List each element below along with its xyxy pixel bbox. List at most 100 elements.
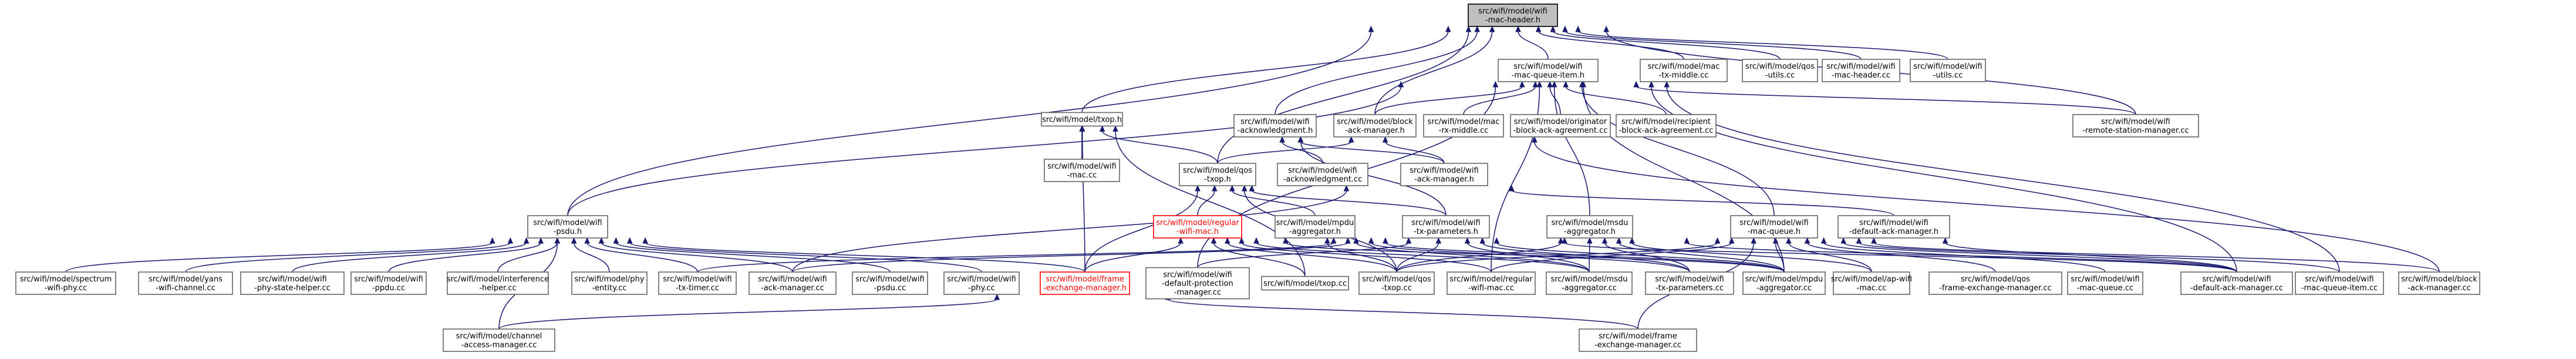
file-node[interactable]: src/wifi/model/msdu-aggregator.h bbox=[1546, 215, 1633, 239]
arrowhead bbox=[1353, 237, 1359, 244]
dependency-edge bbox=[292, 237, 530, 273]
file-node[interactable]: src/wifi/model/interference-helper.cc bbox=[447, 271, 549, 295]
edge-line bbox=[1518, 31, 1549, 60]
file-node[interactable]: src/wifi/model/wifi-tx-parameters.cc bbox=[1645, 271, 1734, 295]
file-node[interactable]: src/wifi/model/qos-utils.cc bbox=[1742, 59, 1818, 82]
file-node-label: src/wifi/model/wifi bbox=[1163, 271, 1232, 280]
file-node[interactable]: src/wifi/model/wifi-acknowledgment.h bbox=[1233, 114, 1317, 137]
file-node[interactable]: src/wifi/model/qos-txop.h bbox=[1179, 163, 1256, 186]
edge-line bbox=[1565, 86, 1667, 115]
dependency-edge bbox=[1353, 237, 1590, 273]
file-node[interactable]: src/wifi/model/mac-tx-middle.cc bbox=[1640, 59, 1728, 82]
file-node-label: -ppdu.cc bbox=[372, 284, 405, 293]
edge-line bbox=[629, 242, 982, 273]
file-node[interactable]: src/wifi/model/wifi-mac-queue-item.h bbox=[1498, 59, 1599, 82]
dependency-edge bbox=[1374, 80, 1525, 115]
arrowhead bbox=[1942, 237, 1948, 244]
file-node-label: src/wifi/model/wifi bbox=[663, 275, 731, 284]
file-node[interactable]: src/wifi/model/wifi-tx-timer.cc bbox=[658, 271, 737, 295]
file-node[interactable]: src/wifi/model/block-ack-manager.cc bbox=[2398, 271, 2480, 295]
file-node-box bbox=[2180, 271, 2293, 295]
file-node[interactable]: src/wifi/model/wifi-tx-parameters.h bbox=[1402, 215, 1490, 239]
dependency-edge bbox=[1274, 25, 1481, 115]
file-node[interactable]: src/wifi/model/wifi-remote-station-manag… bbox=[2072, 114, 2199, 137]
edge-line bbox=[792, 242, 1348, 273]
file-node-label: src/wifi/model/wifi bbox=[947, 275, 1016, 284]
file-node-label: src/wifi/model/wifi bbox=[1739, 219, 1808, 227]
file-node[interactable]: src/wifi/model/wifi-psdu.h bbox=[527, 215, 608, 239]
file-node[interactable]: src/wifi/model/ap-wifi-mac.cc bbox=[1831, 271, 1912, 295]
file-node[interactable]: src/wifi/model/mpdu-aggregator.h bbox=[1274, 215, 1356, 239]
file-node-label: src/wifi/model/msdu bbox=[1552, 219, 1628, 227]
file-node[interactable]: src/wifi/model/phy-entity.cc bbox=[571, 271, 648, 295]
file-node[interactable]: src/wifi/model/wifi-psdu.cc bbox=[852, 271, 928, 295]
file-node-label: src/wifi/model/wifi bbox=[1513, 62, 1582, 71]
file-node[interactable]: src/wifi/model/msdu-aggregator.cc bbox=[1546, 271, 1633, 295]
edge-line bbox=[567, 86, 1402, 216]
file-node[interactable]: src/wifi/model/frame-exchange-manager.cc bbox=[1579, 328, 1697, 352]
file-node[interactable]: src/wifi/model/recipient-block-ack-agree… bbox=[1616, 114, 1717, 137]
file-node[interactable]: src/wifi/model/wifi-default-ack-manager.… bbox=[1837, 215, 1950, 239]
file-node[interactable]: src/wifi/model/block-ack-manager.h bbox=[1333, 114, 1417, 137]
file-node-box bbox=[1579, 328, 1697, 352]
file-node[interactable]: src/wifi/model/spectrum-wifi-phy.cc bbox=[15, 271, 116, 295]
file-node[interactable]: src/wifi/model/txop.h bbox=[1041, 112, 1123, 127]
file-node[interactable]: src/wifi/model/frame-exchange-manager.h bbox=[1040, 271, 1130, 295]
file-node[interactable]: src/wifi/model/qos-txop.cc bbox=[1358, 271, 1435, 295]
file-node[interactable]: src/wifi/model/mac-rx-middle.cc bbox=[1423, 114, 1504, 137]
file-node[interactable]: src/wifi/model/wifi-acknowledgment.cc bbox=[1277, 163, 1368, 186]
dependency-edge bbox=[1550, 25, 1781, 60]
file-node[interactable]: src/wifi/model/wifi-ack-manager.h bbox=[1400, 163, 1488, 186]
file-node[interactable]: src/wifi/model/wifi-default-ack-manager.… bbox=[2180, 271, 2293, 295]
file-node[interactable]: src/wifi/model/wifi-mac-queue.cc bbox=[2067, 271, 2143, 295]
dependency-edge bbox=[1535, 25, 1684, 60]
file-node-label: src/wifi/model/wifi bbox=[2101, 118, 2170, 126]
dependency-edge bbox=[567, 80, 1404, 216]
file-node[interactable]: src/wifi/model/wifi-default-protection-m… bbox=[1145, 267, 1250, 300]
file-node-label: src/wifi/model/txop.h bbox=[1042, 116, 1122, 125]
file-node-box bbox=[447, 271, 549, 295]
file-node[interactable]: src/wifi/model/txop.cc bbox=[1261, 276, 1349, 291]
file-node[interactable]: src/wifi/model/regular-wifi-mac.h bbox=[1153, 215, 1242, 239]
arrowhead bbox=[1283, 237, 1289, 244]
edge-line bbox=[1282, 141, 1323, 164]
file-node[interactable]: src/wifi/model/wifi-phy.cc bbox=[943, 271, 1020, 295]
edge-line bbox=[292, 242, 527, 273]
file-node-label: src/wifi/model/wifi bbox=[758, 275, 827, 284]
arrowhead bbox=[1580, 80, 1587, 88]
file-node[interactable]: src/wifi/model/wifi-utils.cc bbox=[1910, 59, 1986, 82]
edge-line bbox=[792, 190, 1347, 273]
dependency-edge bbox=[1601, 237, 1690, 273]
file-node[interactable]: src/wifi/model/wifi-phy-state-helper.cc bbox=[240, 271, 345, 295]
file-node[interactable]: src/wifi/model/wifi-mac.cc bbox=[1044, 159, 1120, 182]
file-node[interactable]: src/wifi/model/yans-wifi-channel.cc bbox=[138, 271, 233, 295]
file-node[interactable]: src/wifi/model/wifi-ack-manager.cc bbox=[748, 271, 837, 295]
file-node-label: -acknowledgment.cc bbox=[1283, 175, 1363, 184]
dependency-edge bbox=[1532, 136, 2440, 273]
file-node[interactable]: src/wifi/model/qos-frame-exchange-manage… bbox=[1928, 271, 2062, 295]
file-node[interactable]: src/wifi/model/originator-block-ack-agre… bbox=[1510, 114, 1611, 137]
arrowhead bbox=[1575, 25, 1581, 32]
file-node-label: -ack-manager.h bbox=[1345, 126, 1405, 135]
file-node[interactable]: src/wifi/model/wifi-mac-queue.h bbox=[1730, 215, 1818, 239]
file-node-box bbox=[1179, 163, 1256, 186]
edge-line bbox=[1858, 242, 2340, 273]
edge-line bbox=[1589, 242, 1590, 273]
file-node[interactable]: src/wifi/model/channel-access-manager.cc bbox=[443, 328, 555, 352]
file-node-label: -access-manager.cc bbox=[461, 341, 537, 350]
file-node-label: -mac-queue.h bbox=[1748, 227, 1800, 236]
file-node[interactable]: src/wifi/model/regular-wifi-mac.cc bbox=[1447, 271, 1536, 295]
file-node[interactable]: src/wifi/model/wifi-mac-queue-item.cc bbox=[2295, 271, 2384, 295]
file-node-label: -psdu.h bbox=[554, 227, 582, 236]
file-node[interactable]: src/wifi/model/wifi-mac-header.h bbox=[1468, 4, 1558, 27]
file-node-box bbox=[1546, 215, 1633, 239]
arrowhead bbox=[1492, 80, 1499, 88]
file-node[interactable]: src/wifi/model/wifi-mac-header.cc bbox=[1822, 59, 1900, 82]
arrowhead bbox=[1648, 80, 1654, 88]
file-node[interactable]: src/wifi/model/wifi-ppdu.cc bbox=[350, 271, 427, 295]
edge-line bbox=[697, 242, 1334, 273]
edge-line bbox=[1843, 242, 2237, 273]
file-node[interactable]: src/wifi/model/mpdu-aggregator.cc bbox=[1742, 271, 1826, 295]
edge-line bbox=[1081, 31, 1449, 113]
arrowhead bbox=[1195, 184, 1201, 192]
